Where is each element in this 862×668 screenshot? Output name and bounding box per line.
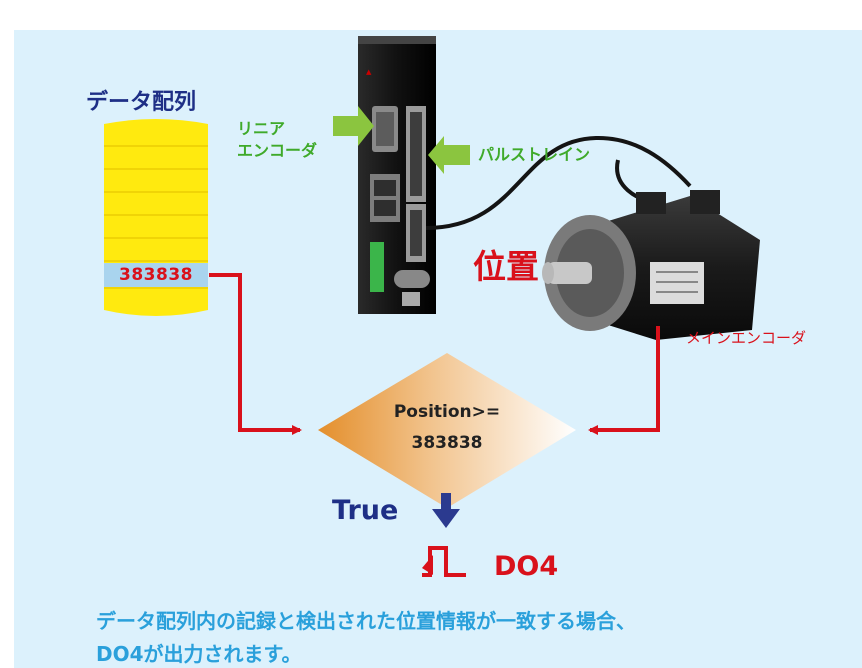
- do4-pulse-icon: [422, 546, 466, 577]
- svg-text:▲: ▲: [366, 68, 372, 76]
- linear-encoder-arrow: [333, 106, 374, 146]
- true-down-arrow-icon: [432, 493, 460, 528]
- servo-motor: [542, 190, 760, 340]
- data-array-title: データ配列: [86, 90, 197, 115]
- array-cell-value: 383838: [119, 265, 193, 285]
- position-label: 位置: [473, 247, 539, 286]
- condition-line-2: 383838: [411, 433, 483, 453]
- servo-drive: ▲: [358, 36, 436, 314]
- main-encoder-label: メインエンコーダ: [686, 329, 807, 347]
- true-label: True: [332, 495, 399, 526]
- data-array: [104, 119, 208, 316]
- pulse-train-label: パルストレイン: [478, 145, 591, 164]
- do4-label: DO4: [494, 551, 559, 582]
- array-to-compare-line: [209, 273, 302, 435]
- description-line-2: DO4が出力されます。: [96, 642, 302, 666]
- condition-line-1: Position>=: [393, 402, 501, 422]
- comparison-diamond: [318, 353, 576, 508]
- highlighted-array-cell: [104, 263, 208, 287]
- linear-encoder-label: リニア エンコーダ: [237, 119, 318, 160]
- encoder-to-compare-line: [588, 326, 660, 435]
- description-line-1: データ配列内の記録と検出された位置情報が一致する場合、: [96, 609, 636, 633]
- pulse-train-arrow: [428, 136, 470, 174]
